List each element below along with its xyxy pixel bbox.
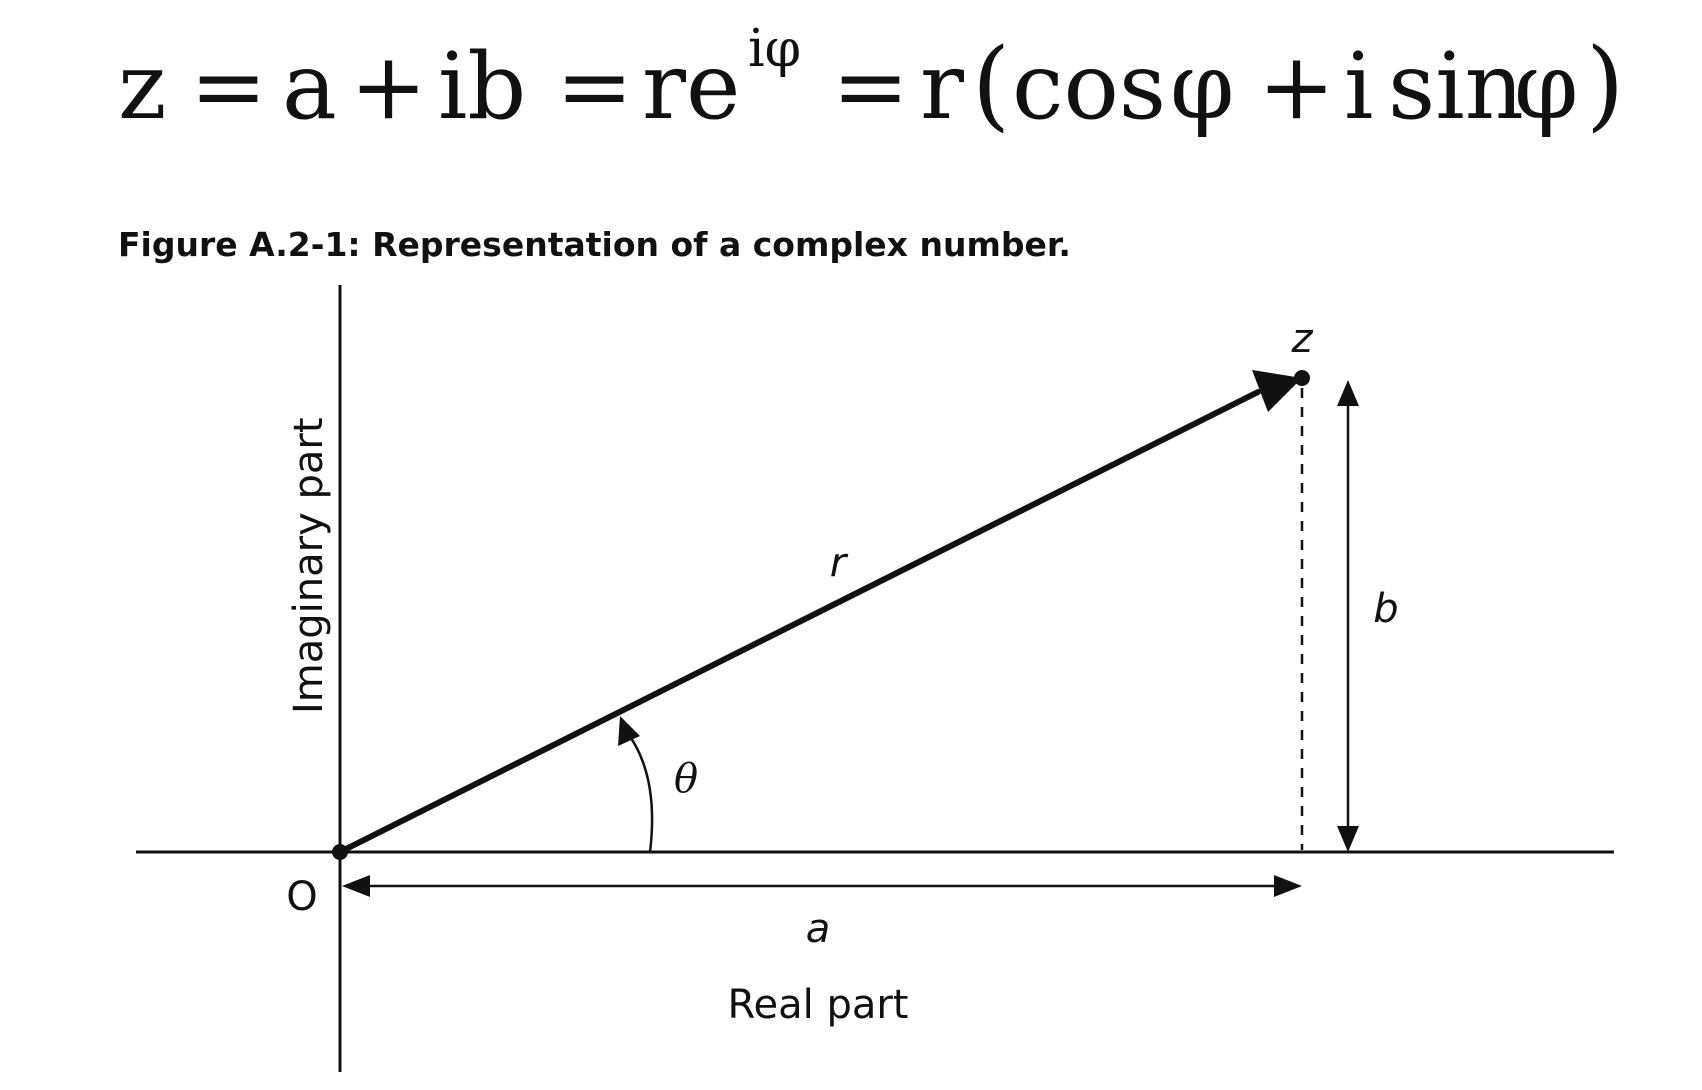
vector-r-label: r — [830, 540, 849, 586]
formula-exponent: iφ — [748, 19, 801, 79]
real-axis-label: Real part — [728, 982, 909, 1028]
formula: z = a + ib = re iφ = r ( cos φ + i sin φ… — [118, 19, 1624, 142]
dimension-a-arrow-left — [342, 875, 370, 897]
vector-r-arrowhead — [1252, 370, 1302, 412]
formula-r: r — [920, 33, 964, 140]
point-z — [1294, 370, 1310, 386]
formula-phi-2: φ — [1514, 33, 1578, 140]
formula-a: a — [282, 33, 337, 140]
formula-open-paren: ( — [972, 28, 1010, 142]
formula-re: re — [642, 33, 740, 140]
formula-equals-3: = — [832, 33, 909, 140]
imaginary-axis-label: Imaginary part — [286, 417, 332, 714]
formula-close-paren: ) — [1586, 28, 1624, 142]
origin-label: O — [286, 874, 317, 920]
formula-equals-2: = — [556, 33, 633, 140]
angle-arc — [621, 725, 654, 853]
formula-i: i — [1344, 33, 1373, 140]
formula-equals-1: = — [190, 33, 267, 140]
formula-z: z — [118, 33, 166, 140]
dimension-b-label: b — [1373, 586, 1398, 632]
dimension-b-arrow-top — [1337, 380, 1359, 406]
dimension-a-label: a — [806, 906, 831, 952]
figure-caption: Figure A.2-1: Representation of a comple… — [118, 225, 1071, 264]
formula-plus-1: + — [350, 33, 427, 140]
formula-cos: cos — [1012, 33, 1166, 140]
angle-theta-label: θ — [674, 756, 698, 802]
formula-phi-1: φ — [1170, 33, 1234, 140]
dimension-b-arrow-bottom — [1337, 826, 1359, 852]
formula-sin: sin — [1388, 33, 1524, 140]
formula-ib: ib — [438, 33, 526, 140]
dimension-a-arrow-right — [1274, 875, 1302, 897]
angle-arc-arrowhead — [618, 716, 640, 746]
formula-plus-2: + — [1258, 33, 1335, 140]
vector-r — [337, 389, 1261, 855]
point-z-label: z — [1291, 316, 1314, 362]
origin-point — [332, 844, 348, 860]
